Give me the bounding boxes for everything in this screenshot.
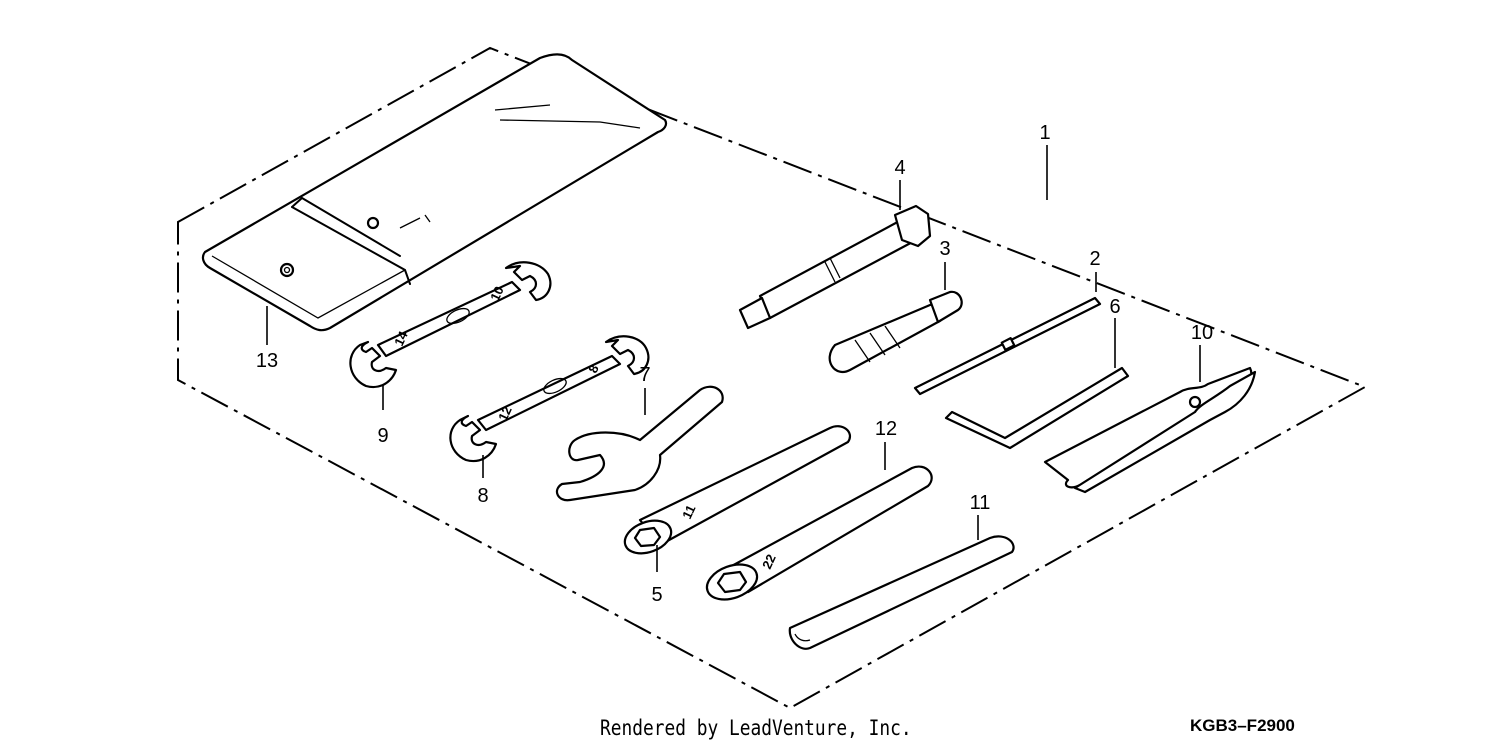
pin-spanner-part-7 — [555, 385, 724, 502]
wrench-9-stamp-14: 14 — [391, 328, 411, 348]
figure-code: KGB3–F2900 — [1190, 716, 1295, 735]
wrench-5-stamp-11: 11 — [679, 502, 698, 521]
callout-8: 8 — [477, 485, 489, 507]
callout-2: 2 — [1089, 248, 1101, 270]
callout-6: 6 — [1109, 296, 1121, 318]
callout-12: 12 — [874, 418, 898, 440]
tool-bag-part-13 — [201, 53, 668, 332]
leader-lines — [266, 145, 1201, 572]
hex-key-part-6 — [944, 366, 1130, 450]
screwdriver-handle-part-3 — [828, 290, 963, 373]
wrench-9-stamp-10: 10 — [487, 284, 507, 303]
screwdriver-bit-part-2 — [913, 296, 1102, 396]
callout-13: 13 — [255, 350, 279, 372]
open-end-wrench-part-8: 12 8 — [449, 335, 650, 463]
kit-boundary — [177, 46, 1368, 710]
callout-7: 7 — [639, 364, 651, 386]
callout-4: 4 — [894, 157, 906, 179]
spark-plug-wrench-part-4 — [738, 204, 932, 330]
wrench-8-stamp-12: 12 — [495, 404, 515, 423]
callout-11: 11 — [969, 492, 991, 514]
open-end-wrench-part-9: 14 10 — [349, 261, 552, 389]
grip-part-11 — [788, 535, 1015, 650]
wrench-12-stamp-22: 22 — [759, 552, 779, 571]
callout-5: 5 — [651, 584, 663, 606]
box-wrench-part-5: 11 — [623, 425, 851, 555]
callout-3: 3 — [939, 238, 951, 260]
callout-1: 1 — [1039, 122, 1051, 144]
box-wrench-part-12: 22 — [705, 465, 933, 601]
pliers-part-10 — [1043, 366, 1257, 494]
footer-credit: Rendered by LeadVenture, Inc. — [600, 716, 912, 740]
callout-10: 10 — [1190, 322, 1214, 344]
callout-9: 9 — [377, 425, 389, 447]
